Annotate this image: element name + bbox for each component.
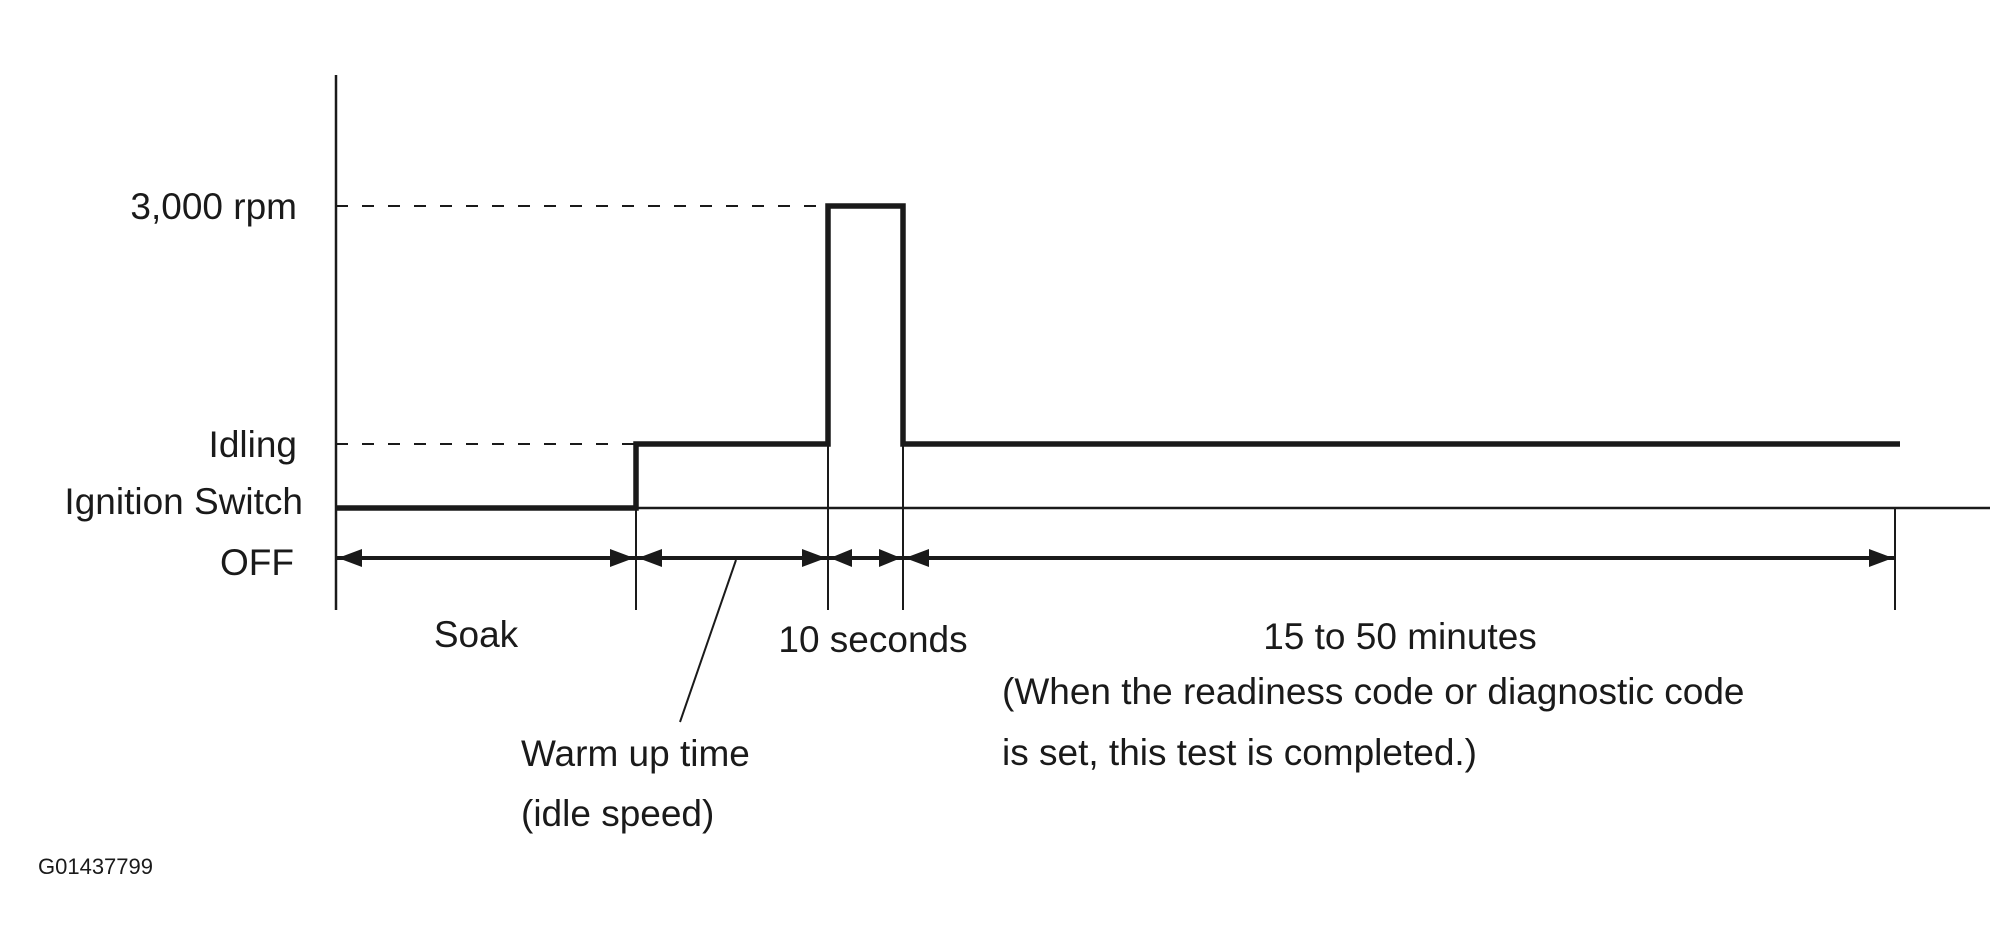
note-line-1: (When the readiness code or diagnostic c…	[1002, 671, 1745, 712]
soak-arrowhead-left	[338, 549, 362, 567]
ignition-switch-label: Ignition Switch	[64, 481, 303, 522]
warmup-leader-line	[679, 559, 737, 723]
drive-time-label: 15 to 50 minutes	[1263, 616, 1537, 657]
soak-arrowhead-right	[610, 549, 634, 567]
ten-seconds-arrowhead-left	[830, 549, 852, 567]
rpm-profile-line	[336, 203, 1900, 511]
off-label: OFF	[220, 542, 294, 583]
ten-seconds-label: 10 seconds	[778, 619, 967, 660]
figure-id: G01437799	[38, 854, 153, 879]
drive-arrowhead-left	[905, 549, 929, 567]
ten-seconds-arrowhead-right	[879, 549, 901, 567]
idling-label: Idling	[209, 424, 297, 465]
warmup-arrowhead-right	[802, 549, 826, 567]
warm-up-line-1: Warm up time	[521, 733, 750, 774]
drive-arrowhead-right	[1869, 549, 1893, 567]
soak-label: Soak	[434, 614, 519, 655]
warm-up-line-2: (idle speed)	[521, 793, 714, 834]
warmup-arrowhead-left	[638, 549, 662, 567]
arrowheads	[338, 549, 1893, 567]
note-line-2: is set, this test is completed.)	[1002, 732, 1477, 773]
rpm-3000-label: 3,000 rpm	[130, 186, 297, 227]
